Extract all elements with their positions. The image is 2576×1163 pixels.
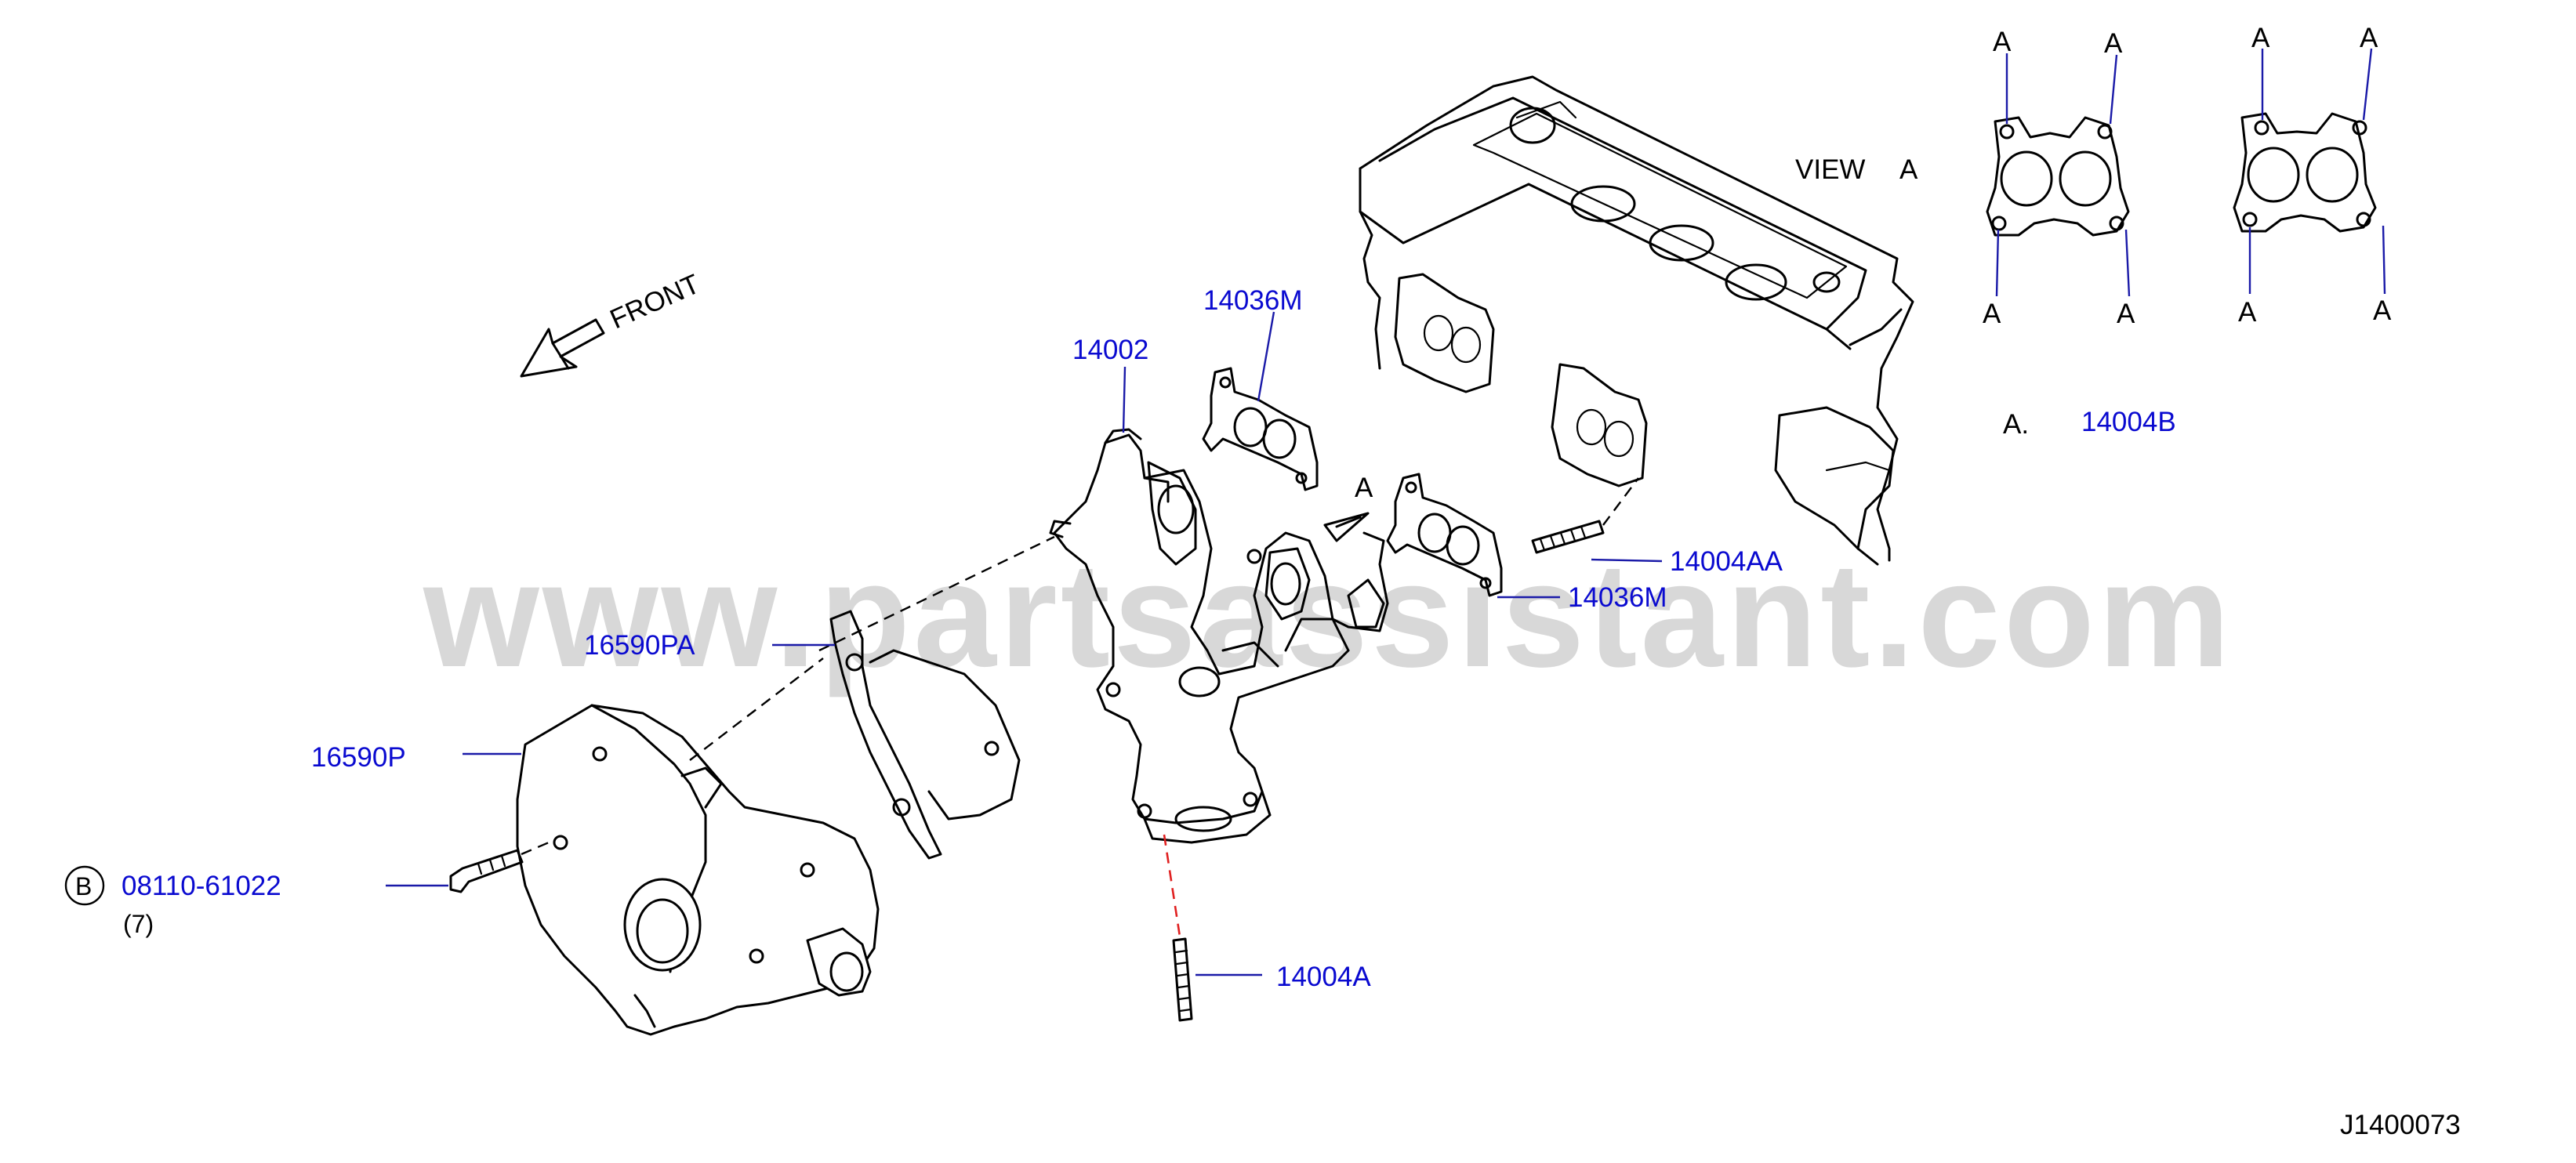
cylinder-head-drawing [1359, 75, 1914, 566]
stud-14004AA-drawing [1531, 477, 1639, 554]
legend-part-14004B[interactable]: 14004B [2081, 407, 2176, 437]
view-a-gasket-right-drawing [2233, 112, 2377, 233]
point-a-label: A [2238, 297, 2257, 328]
part-label-14004AA[interactable]: 14004AA [1670, 546, 1783, 577]
view-label: VIEW [1795, 154, 1865, 185]
part-label-14036M-mid[interactable]: 14036M [1568, 582, 1667, 613]
point-a-label: A [2360, 23, 2378, 53]
point-a-label: A [2117, 299, 2135, 329]
view-a-gasket-left-drawing [1986, 116, 2130, 237]
point-a-label: A [2251, 23, 2270, 53]
stud-14004A-drawing [1163, 834, 1193, 1022]
part-label-16590P[interactable]: 16590P [311, 742, 406, 773]
part-label-08110-61022[interactable]: 08110-61022 [122, 871, 281, 901]
diagram-id: J1400073 [2340, 1110, 2461, 1140]
exhaust-manifold-14002-drawing [1049, 428, 1389, 844]
point-a-label: A [1993, 27, 2012, 57]
view-letter: A [1899, 154, 1918, 185]
front-arrow-icon [520, 318, 605, 378]
view-arrow-label: A [1355, 473, 1373, 503]
bolt-08110-61022-drawing [449, 841, 550, 893]
bolt-quantity: (7) [123, 910, 154, 938]
front-label: FRONT [605, 269, 704, 335]
part-label-16590PA[interactable]: 16590PA [584, 630, 695, 661]
heat-insulator-16590P-drawing [516, 535, 1055, 1036]
gasket-14036M-mid-drawing [1386, 473, 1503, 597]
view-a-leader-lines [1995, 48, 2386, 297]
gasket-14036M-top-drawing [1202, 367, 1319, 491]
part-label-14004A[interactable]: 14004A [1276, 962, 1371, 992]
bolt-callout-badge: B [64, 865, 105, 906]
watermark: www.partsassistant.com [423, 532, 2233, 698]
legend-key: A. [2003, 409, 2029, 440]
bolt-circle-letter: B [75, 872, 92, 900]
heat-insulator-16590PA-drawing [829, 610, 1021, 860]
part-label-14036M-top[interactable]: 14036M [1203, 285, 1302, 316]
part-label-14002[interactable]: 14002 [1072, 335, 1148, 365]
point-a-label: A [1983, 299, 2001, 329]
view-a-arrow-drawing [1323, 512, 1370, 542]
point-a-label: A [2104, 28, 2123, 59]
point-a-label: A [2373, 295, 2392, 326]
